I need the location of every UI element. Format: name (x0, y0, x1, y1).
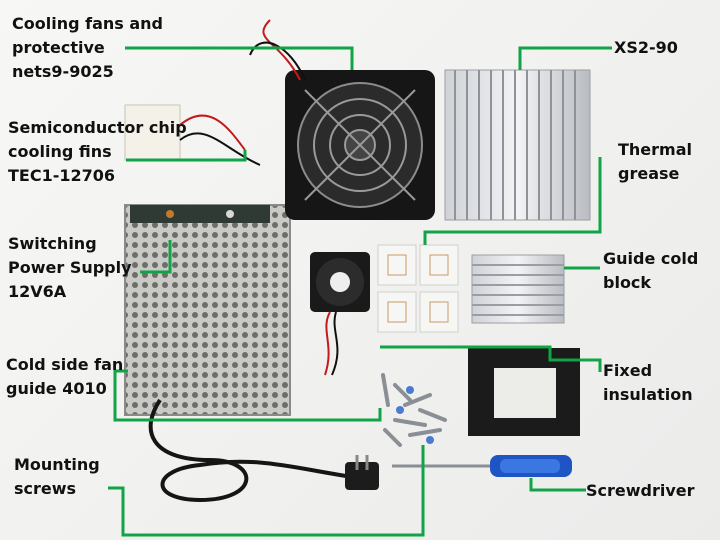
label-line: Semiconductor chip (8, 118, 187, 137)
heat-sink-xs2-90 (444, 69, 591, 221)
label-xs2-90: XS2-90 (614, 36, 678, 60)
label-line: Guide cold (603, 249, 699, 268)
guide-cold-block (471, 254, 565, 324)
label-line: Cold side fan (6, 355, 124, 374)
label-line: Thermal (618, 140, 692, 159)
label-line: cooling fins (8, 142, 112, 161)
label-thermal-grease: Thermal grease (618, 138, 692, 186)
power-supply (124, 204, 291, 416)
label-line: block (603, 273, 652, 292)
thermal-grease-packets (377, 244, 459, 333)
screwdriver (392, 455, 572, 477)
label-chip-fins: Semiconductor chip cooling fins TEC1-127… (8, 116, 187, 188)
label-line: Cooling fans and (12, 14, 163, 33)
power-cable (148, 398, 379, 503)
leader-lines (108, 46, 612, 537)
label-line: Screwdriver (586, 481, 695, 500)
label-guide-block: Guide cold block (603, 247, 698, 295)
label-line: grease (618, 164, 680, 183)
label-line: Fixed (603, 361, 653, 380)
label-line: protective (12, 38, 105, 57)
label-line: Switching (8, 234, 97, 253)
label-line: insulation (603, 385, 693, 404)
tec-chip (124, 104, 261, 166)
label-cooling-fans: Cooling fans and protective nets9-9025 (12, 12, 163, 84)
label-power-supply: Switching Power Supply 12V6A (8, 232, 132, 304)
label-cold-side-fan: Cold side fan guide 4010 (6, 353, 123, 401)
label-line: XS2-90 (614, 38, 678, 57)
label-line: TEC1-12706 (8, 166, 116, 185)
label-line: guide 4010 (6, 379, 107, 398)
screws-pile (381, 373, 447, 447)
label-fixed-insulation: Fixed insulation (603, 359, 693, 407)
label-mounting-screws: Mounting screws (14, 453, 100, 501)
label-line: Power Supply (8, 258, 132, 277)
label-screwdriver: Screwdriver (586, 479, 695, 503)
large-cooling-fan (249, 19, 435, 220)
label-line: Mounting (14, 455, 100, 474)
small-fan-4010 (310, 252, 370, 376)
label-line: 12V6A (8, 282, 67, 301)
label-line: nets9-9025 (12, 62, 114, 81)
label-line: screws (14, 479, 77, 498)
insulation-frame (468, 348, 580, 436)
